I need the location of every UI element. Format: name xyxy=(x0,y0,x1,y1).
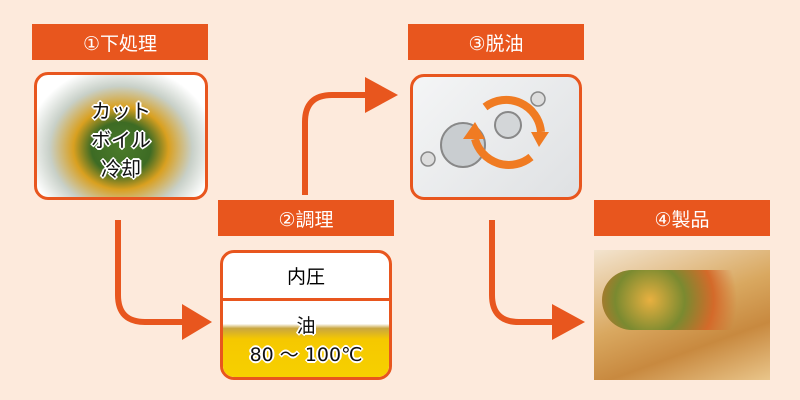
step-2-label: ②調理 xyxy=(218,200,394,236)
oil-label: 油 xyxy=(296,315,316,337)
oil-cell: 油 80 ～ 100℃ xyxy=(223,301,389,377)
step-2-box: 内圧 油 80 ～ 100℃ xyxy=(220,250,392,380)
pressure-cell: 内圧 xyxy=(223,253,389,301)
step-1-label: ①下処理 xyxy=(32,24,208,60)
arrow-1-to-2 xyxy=(115,220,185,325)
arrowhead-icon xyxy=(365,77,398,113)
temperature-label: 80 ～ 100℃ xyxy=(249,344,363,366)
step-1-line: ボイル xyxy=(91,128,151,152)
step-4-product-image xyxy=(594,250,770,380)
step-4-label: ④製品 xyxy=(594,200,770,236)
step-1-line: カット xyxy=(91,99,151,123)
deoil-cycle-icon xyxy=(420,91,549,169)
arrow-3-to-4 xyxy=(489,220,555,325)
arrowhead-icon xyxy=(182,304,212,340)
step-3-image xyxy=(410,74,582,200)
step-1-line: 冷却 xyxy=(101,157,141,181)
arrow-2-to-3 xyxy=(302,92,368,195)
step-3-label: ③脱油 xyxy=(408,24,584,60)
arrowhead-icon xyxy=(552,304,585,340)
step-1-image: カット ボイル 冷却 xyxy=(34,72,208,200)
